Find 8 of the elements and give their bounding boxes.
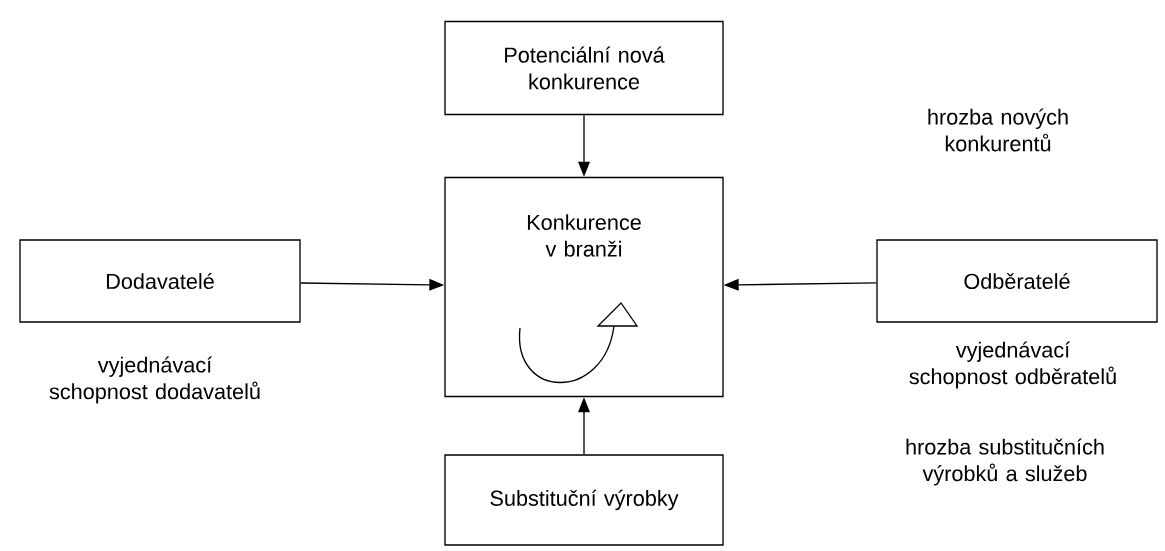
annotation: hrozba substitučních výrobků a služeb <box>906 438 1104 486</box>
box: Konkurence v branži <box>444 176 724 398</box>
box: Potenciální nová konkurence <box>444 20 724 116</box>
box: Dodavatelé <box>19 239 301 323</box>
box: Odběratelé <box>876 239 1158 323</box>
box: Substituční výrobky <box>444 454 724 546</box>
annotation: hrozba nových konkurentů <box>928 108 1068 152</box>
annotation: vyjednávací schopnost dodavatelů <box>49 356 260 404</box>
